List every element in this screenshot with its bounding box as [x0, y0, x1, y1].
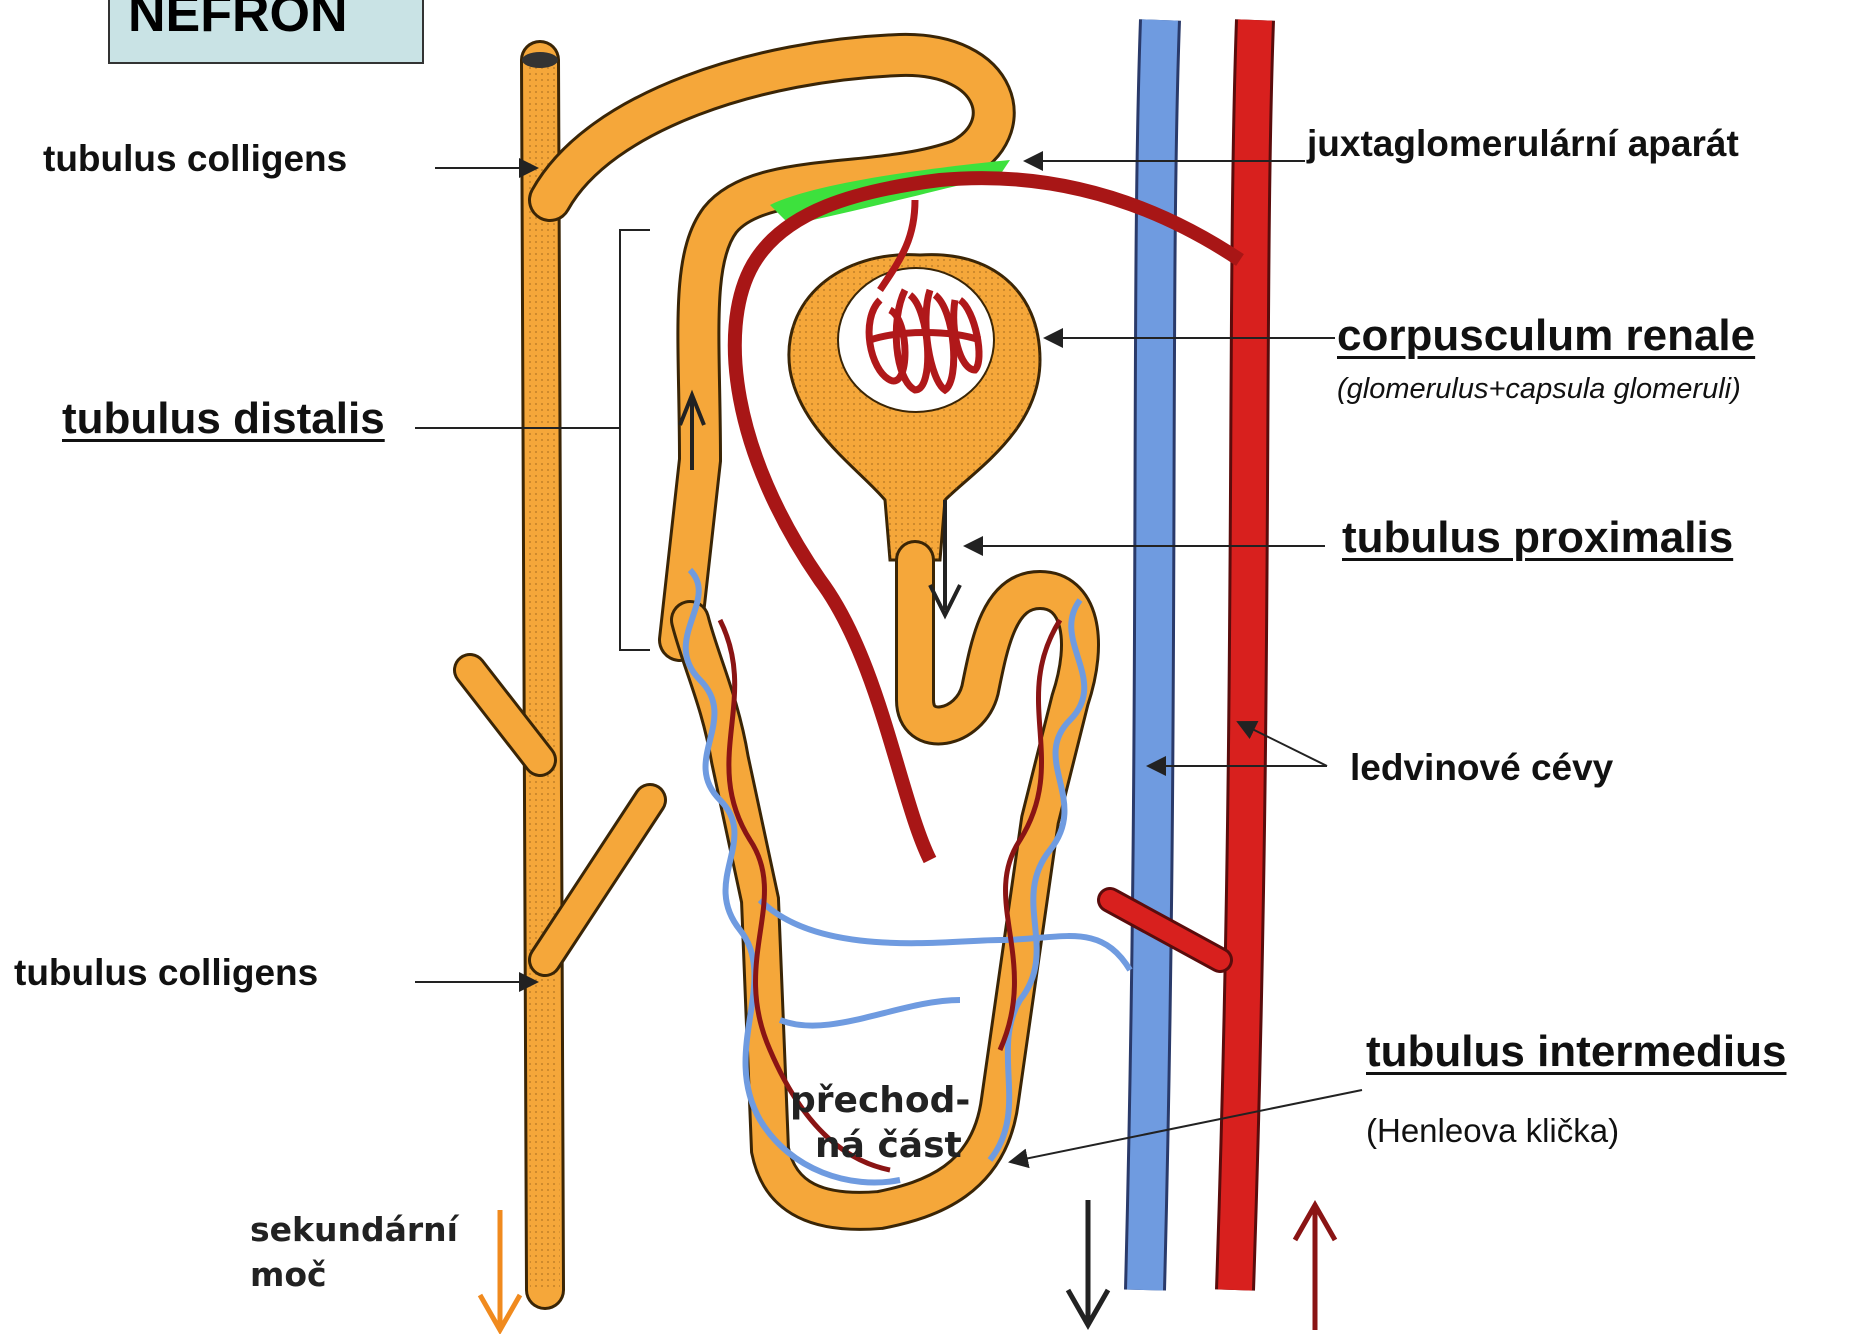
label-henleova-klicka: (Henleova klička) — [1366, 1112, 1619, 1150]
label-tubulus-proximalis: tubulus proximalis — [1342, 513, 1733, 563]
label-corpusculum-renale: corpusculum renale — [1337, 311, 1755, 361]
label-tubulus-distalis: tubulus distalis — [62, 394, 385, 444]
vein-down-arrow — [1068, 1200, 1108, 1325]
label-tubulus-colligens-bottom: tubulus colligens — [14, 952, 318, 994]
urine-down-arrow — [480, 1210, 520, 1330]
label-sekundarni-2: moč — [250, 1255, 327, 1294]
label-prechodna-1: přechod- — [790, 1080, 970, 1121]
title-box: NEFRON — [108, 0, 424, 64]
artery-up-arrow — [1295, 1205, 1335, 1330]
label-ledvinove-cevy: ledvinové cévy — [1350, 747, 1613, 789]
label-prechodna-2: ná část — [815, 1125, 962, 1166]
label-tubulus-colligens-top: tubulus colligens — [43, 138, 347, 180]
collecting-duct — [470, 52, 650, 1290]
label-sekundarni-1: sekundární — [250, 1210, 458, 1249]
label-tubulus-intermedius: tubulus intermedius — [1366, 1027, 1786, 1077]
label-corpusculum-note: (glomerulus+capsula glomeruli) — [1337, 373, 1741, 406]
page-title: NEFRON — [128, 0, 348, 44]
label-juxtaglomerular: juxtaglomerulární aparát — [1307, 123, 1739, 165]
